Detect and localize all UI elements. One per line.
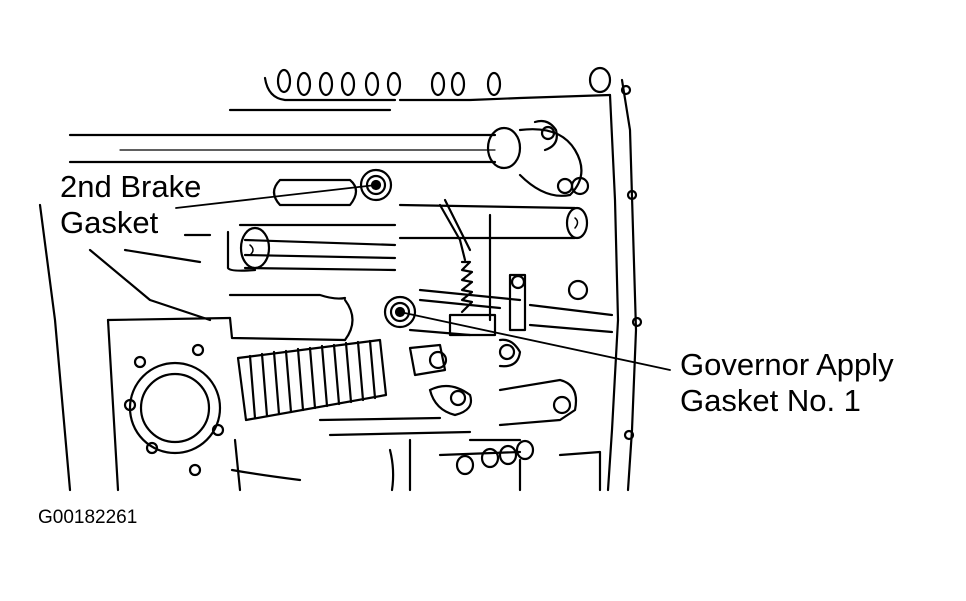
oil-pan-outline [230,438,602,492]
second-brake-gasket-label-line1: 2nd Brake [60,169,202,204]
figure-id: G00182261 [38,507,138,528]
housing-right-wall [606,78,643,492]
valve-body-plate [106,288,614,342]
leader-governor-gasket [399,311,671,371]
spring-linkage [438,198,589,368]
governor-apply-gasket-label-line2: Gasket No. 1 [680,383,861,418]
lower-bracket [318,343,578,476]
finned-block [236,338,388,422]
second-brake-gasket-label-line2: Gasket [60,205,159,240]
brake-housing [226,178,397,272]
upper-pipe [398,203,589,240]
shift-rod [68,119,590,197]
leader-lines [175,184,671,371]
governor-apply-gasket-label-line1: Governor Apply [680,347,894,382]
top-bolt-row [228,66,612,112]
leader-second-brake-gasket [175,184,377,209]
left-housing [38,203,225,492]
